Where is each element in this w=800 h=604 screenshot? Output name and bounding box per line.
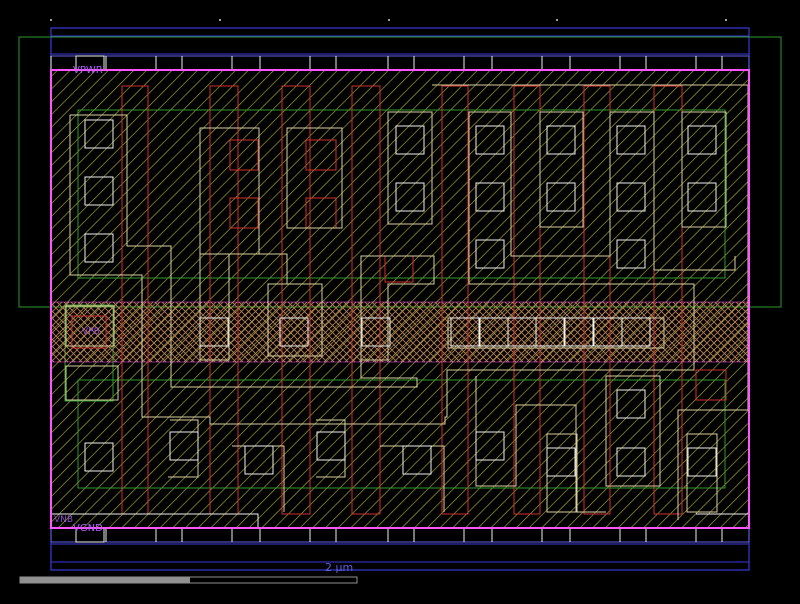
poly-strip xyxy=(50,301,750,363)
scale-label: 2 µm xyxy=(325,561,353,574)
vgnd-label: VGND xyxy=(73,523,103,534)
vpwr-label: VPWR xyxy=(73,65,103,76)
cell-boundary xyxy=(50,69,750,529)
grid-markers xyxy=(50,19,727,21)
rail-contacts-top xyxy=(50,55,723,71)
contacts xyxy=(84,119,717,477)
vnb-label: VNB xyxy=(54,515,73,525)
poly-gates xyxy=(71,85,727,515)
scale-bar xyxy=(19,576,358,584)
rail-contacts-bottom xyxy=(51,513,749,543)
vpb-label: VPB xyxy=(82,327,100,337)
diffusion-fill xyxy=(51,70,749,528)
